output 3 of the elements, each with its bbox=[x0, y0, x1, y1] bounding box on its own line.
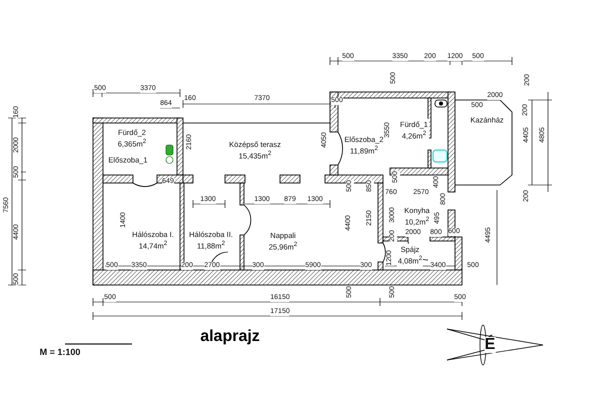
north-label: É bbox=[484, 337, 496, 353]
drawing-title: alaprajz bbox=[200, 328, 260, 346]
scale-label: M = 1:100 bbox=[40, 347, 80, 357]
